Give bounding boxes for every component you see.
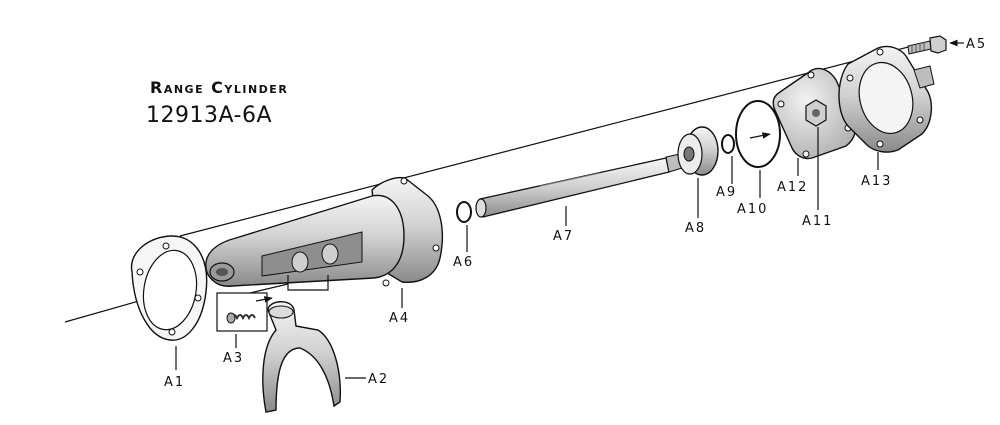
gasket-a1 (130, 235, 208, 341)
housing-a4 (205, 176, 443, 287)
spring-a3 (216, 292, 273, 332)
shift-fork-a2 (262, 301, 342, 413)
piston-a8 (677, 126, 719, 176)
diagram-title: Range Cylinder (150, 78, 289, 97)
nut-a11 (805, 99, 827, 127)
callout-a7: A7 (553, 229, 574, 244)
slot-detail-bracket (287, 275, 329, 291)
callout-a6: A6 (453, 255, 474, 270)
o-ring-a10 (735, 100, 781, 168)
o-ring-a6 (456, 201, 472, 223)
callout-a4: A4 (389, 311, 410, 326)
callout-a11: A11 (802, 214, 833, 229)
o-ring-a9 (721, 134, 735, 154)
callout-a8: A8 (685, 221, 706, 236)
shaft-a7 (475, 153, 683, 218)
callout-a13: A13 (861, 174, 892, 189)
leader-lines (175, 39, 964, 379)
part-number: 12913A-6A (146, 103, 273, 128)
callout-a12: A12 (777, 180, 808, 195)
cover-plate-a12 (772, 67, 857, 160)
callout-a9: A9 (716, 185, 737, 200)
callout-a5: A5 (966, 37, 987, 52)
callout-a3: A3 (223, 351, 244, 366)
callout-a10: A10 (737, 202, 768, 217)
callout-a1: A1 (164, 375, 185, 390)
bolt-a5 (907, 35, 947, 55)
end-housing-a13 (838, 45, 935, 153)
callout-a2: A2 (368, 372, 389, 387)
